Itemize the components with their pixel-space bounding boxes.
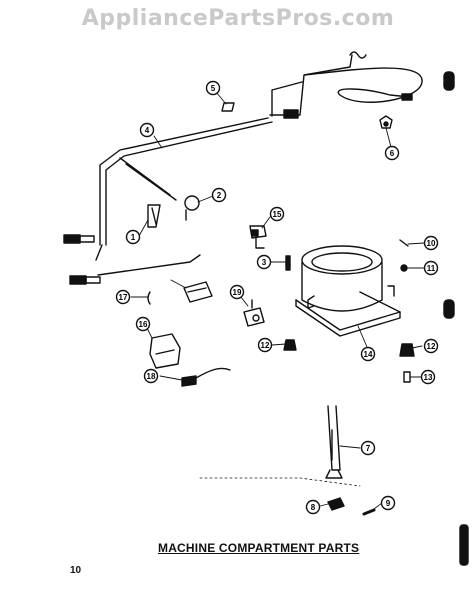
callout-9: 9 xyxy=(380,495,396,511)
callout-15: 15 xyxy=(269,206,285,222)
callout-label: 14 xyxy=(364,350,373,359)
callout-8: 8 xyxy=(305,499,321,515)
part-3-screw xyxy=(285,255,291,271)
callout-label: 4 xyxy=(145,126,150,135)
part-7-probe xyxy=(325,405,343,479)
callout-label: 6 xyxy=(390,149,395,158)
callout-label: 12 xyxy=(261,341,270,350)
callout-label: 9 xyxy=(386,499,391,508)
callout-11: 11 xyxy=(423,260,439,276)
callout-1: 1 xyxy=(125,229,141,245)
callout-label: 15 xyxy=(273,210,282,219)
callout-label: 13 xyxy=(424,373,433,382)
part-18-connector xyxy=(183,281,213,303)
leader-lines xyxy=(130,91,427,513)
callout-7: 7 xyxy=(360,440,376,456)
part-2-capacitor xyxy=(184,195,200,221)
part-14-compressor xyxy=(295,245,401,337)
wire-harness xyxy=(95,51,423,276)
part-18-lead xyxy=(181,367,231,387)
callout-label: 11 xyxy=(427,264,436,273)
part-12-grommet-right xyxy=(399,343,415,357)
part-16-relay xyxy=(149,333,181,369)
callout-label: 16 xyxy=(139,320,148,329)
edge-marks xyxy=(443,71,469,566)
callout-label: 19 xyxy=(233,288,242,297)
part-19-overload xyxy=(243,299,265,327)
callout-4: 4 xyxy=(139,122,155,138)
callout-label: 5 xyxy=(211,84,216,93)
callout-19: 19 xyxy=(229,284,245,300)
part-6-plug xyxy=(379,115,393,129)
part-17-clip xyxy=(147,291,151,305)
page-title: MACHINE COMPARTMENT PARTS xyxy=(158,541,360,555)
callout-3: 3 xyxy=(256,254,272,270)
page-number: 10 xyxy=(70,565,82,576)
callout-17: 17 xyxy=(115,289,131,305)
callout-label: 18 xyxy=(147,372,156,381)
part-13-spacer xyxy=(403,371,411,383)
callout-14: 14 xyxy=(360,346,376,362)
callout-5: 5 xyxy=(205,80,221,96)
callout-12: 12 xyxy=(423,338,439,354)
callout-label: 12 xyxy=(427,342,436,351)
floor-line xyxy=(199,477,361,487)
part-5-clip xyxy=(221,102,235,112)
callout-6: 6 xyxy=(384,145,400,161)
callout-label: 1 xyxy=(131,233,136,242)
part-12-grommet-left xyxy=(283,339,297,351)
callout-16: 16 xyxy=(135,316,151,332)
part-1-relay xyxy=(147,204,161,228)
callout-label: 7 xyxy=(366,444,371,453)
part-15-bracket xyxy=(249,225,267,249)
callout-label: 2 xyxy=(217,191,222,200)
part-8-clamp xyxy=(327,497,345,511)
callout-label: 10 xyxy=(427,239,436,248)
callout-label: 17 xyxy=(119,293,128,302)
callout-2: 2 xyxy=(211,187,227,203)
callout-12: 12 xyxy=(257,337,273,353)
callout-13: 13 xyxy=(420,369,436,385)
callout-18: 18 xyxy=(143,368,159,384)
part-11-nut xyxy=(400,264,408,272)
callout-10: 10 xyxy=(423,235,439,251)
callout-label: 8 xyxy=(311,503,316,512)
harness-connectors xyxy=(63,93,413,285)
callout-label: 3 xyxy=(262,258,267,267)
site-watermark: AppliancePartsPros.com xyxy=(81,6,395,31)
part-10-clip xyxy=(399,239,409,247)
